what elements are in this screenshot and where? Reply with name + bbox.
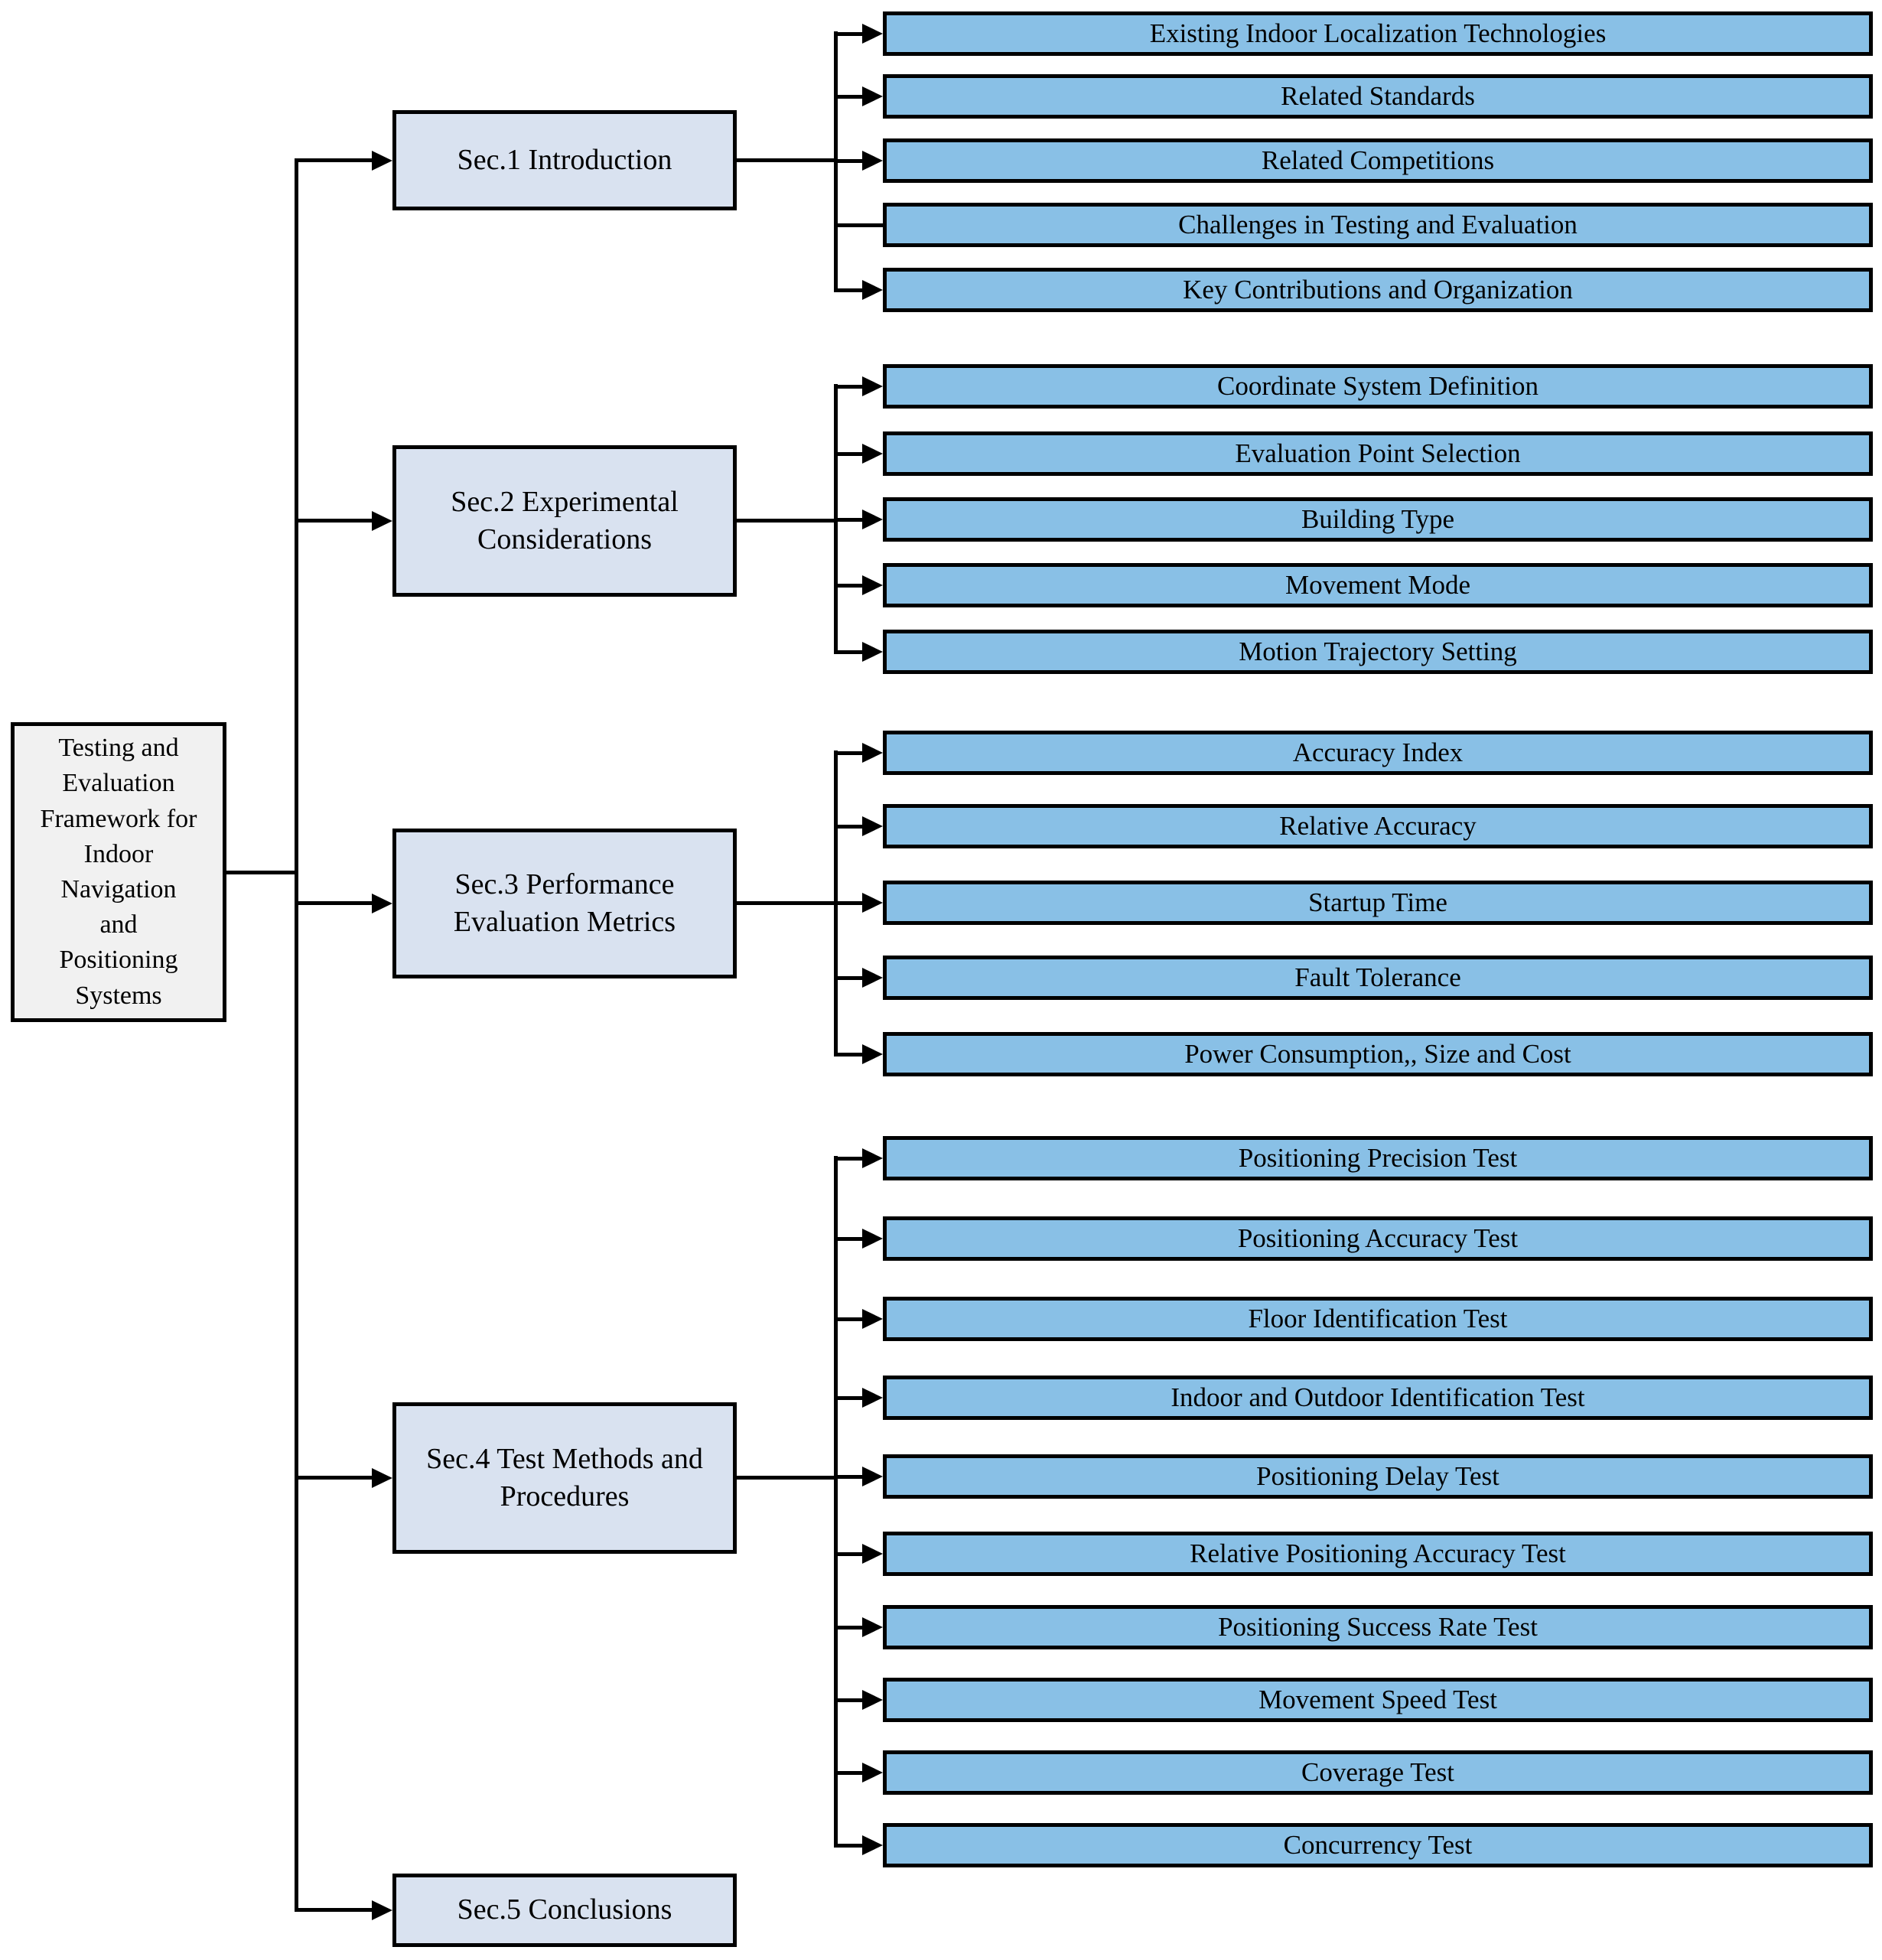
subtopic-node: Startup Time xyxy=(883,881,1873,925)
subtopic-node: Positioning Precision Test xyxy=(883,1136,1873,1180)
section-node-introduction: Sec.1 Introduction xyxy=(392,110,737,210)
branch-line xyxy=(834,518,863,522)
subtopic-node: Power Consumption,, Size and Cost xyxy=(883,1032,1873,1076)
subtopic-node: Existing Indoor Localization Technologie… xyxy=(883,11,1873,56)
subtopic-node: Relative Positioning Accuracy Test xyxy=(883,1532,1873,1576)
section-node-performance-evaluation-metrics: Sec.3 Performance Evaluation Metrics xyxy=(392,829,737,978)
feed-line-sec3 xyxy=(733,901,838,905)
subtopic-node: Key Contributions and Organization xyxy=(883,268,1873,312)
branch-line xyxy=(834,1771,863,1775)
branch-line xyxy=(834,288,863,292)
branch-line xyxy=(834,901,863,905)
arrowhead-icon xyxy=(372,1468,392,1488)
section-node-conclusions: Sec.5 Conclusions xyxy=(392,1874,737,1947)
branch-line xyxy=(834,1053,863,1057)
subtopic-node: Accuracy Index xyxy=(883,731,1873,775)
arrowhead-icon xyxy=(862,1763,883,1783)
branch-line xyxy=(834,1317,863,1321)
branch-line xyxy=(834,1552,863,1556)
branch-line xyxy=(834,32,863,36)
arrowhead-icon xyxy=(862,1617,883,1637)
arrowhead-icon xyxy=(862,1044,883,1064)
arrowhead-icon xyxy=(862,1544,883,1564)
subtopic-node: Evaluation Point Selection xyxy=(883,431,1873,476)
subtopic-node: Building Type xyxy=(883,497,1873,542)
arrowhead-icon xyxy=(862,642,883,662)
arrowhead-icon xyxy=(862,24,883,44)
branch-line xyxy=(834,1626,863,1630)
arrowhead-icon xyxy=(862,1229,883,1249)
subtopic-node: Positioning Success Rate Test xyxy=(883,1605,1873,1649)
arrowhead-icon xyxy=(862,1467,883,1486)
subtopic-node: Relative Accuracy xyxy=(883,804,1873,848)
branch-line xyxy=(834,223,883,227)
feed-line-sec1 xyxy=(733,158,838,162)
arrowhead-icon xyxy=(862,1690,883,1710)
arrowhead-icon xyxy=(862,510,883,529)
arrowhead-icon xyxy=(862,816,883,836)
arrowhead-icon xyxy=(862,151,883,171)
subtopic-node: Indoor and Outdoor Identification Test xyxy=(883,1376,1873,1420)
branch-line-sec5 xyxy=(295,1908,373,1912)
subtopic-node: Concurrency Test xyxy=(883,1823,1873,1867)
subtopic-node: Positioning Delay Test xyxy=(883,1454,1873,1499)
subtopic-node: Motion Trajectory Setting xyxy=(883,630,1873,674)
branch-line xyxy=(834,1475,863,1479)
section-node-test-methods-procedures: Sec.4 Test Methods and Procedures xyxy=(392,1402,737,1554)
branch-line xyxy=(834,1396,863,1400)
arrowhead-icon xyxy=(862,893,883,913)
branch-line xyxy=(834,1844,863,1848)
branch-line-sec4 xyxy=(295,1476,373,1480)
subtopic-node: Related Standards xyxy=(883,74,1873,119)
arrowhead-icon xyxy=(372,1900,392,1920)
section-node-experimental-considerations: Sec.2 Experimental Considerations xyxy=(392,445,737,597)
branch-line xyxy=(834,1698,863,1702)
subtopic-node: Challenges in Testing and Evaluation xyxy=(883,203,1873,247)
main-trunk-line xyxy=(295,159,298,1911)
subtopic-node: Fault Tolerance xyxy=(883,956,1873,1000)
branch-line xyxy=(834,650,863,654)
arrowhead-icon xyxy=(862,1388,883,1408)
arrowhead-icon xyxy=(862,376,883,396)
arrowhead-icon xyxy=(372,151,392,171)
arrowhead-icon xyxy=(372,894,392,913)
subtopic-node: Movement Speed Test xyxy=(883,1678,1873,1722)
arrowhead-icon xyxy=(862,86,883,106)
root-node: Testing and Evaluation Framework for Ind… xyxy=(11,722,226,1022)
branch-line xyxy=(834,976,863,980)
arrowhead-icon xyxy=(862,1148,883,1168)
branch-line-sec1 xyxy=(295,158,373,162)
arrowhead-icon xyxy=(862,1309,883,1329)
feed-line-sec4 xyxy=(733,1476,838,1480)
branch-line xyxy=(834,159,863,163)
subtopic-node: Coverage Test xyxy=(883,1750,1873,1795)
arrowhead-icon xyxy=(862,743,883,763)
child-trunk-sec4 xyxy=(834,1156,838,1848)
branch-line xyxy=(834,1237,863,1241)
root-connector-line xyxy=(226,871,298,874)
subtopic-node: Related Competitions xyxy=(883,138,1873,183)
branch-line-sec2 xyxy=(295,519,373,523)
branch-line xyxy=(834,825,863,829)
arrowhead-icon xyxy=(862,444,883,464)
branch-line-sec3 xyxy=(295,901,373,905)
branch-line xyxy=(834,95,863,99)
subtopic-node: Movement Mode xyxy=(883,563,1873,607)
subtopic-node: Positioning Accuracy Test xyxy=(883,1216,1873,1261)
arrowhead-icon xyxy=(862,1835,883,1855)
subtopic-node: Coordinate System Definition xyxy=(883,364,1873,409)
branch-line xyxy=(834,751,863,755)
branch-line xyxy=(834,1157,863,1161)
arrowhead-icon xyxy=(862,575,883,595)
branch-line xyxy=(834,452,863,456)
feed-line-sec2 xyxy=(733,519,838,523)
branch-line xyxy=(834,584,863,588)
arrowhead-icon xyxy=(862,968,883,988)
arrowhead-icon xyxy=(372,511,392,531)
subtopic-node: Floor Identification Test xyxy=(883,1297,1873,1341)
branch-line xyxy=(834,385,863,389)
arrowhead-icon xyxy=(862,280,883,300)
